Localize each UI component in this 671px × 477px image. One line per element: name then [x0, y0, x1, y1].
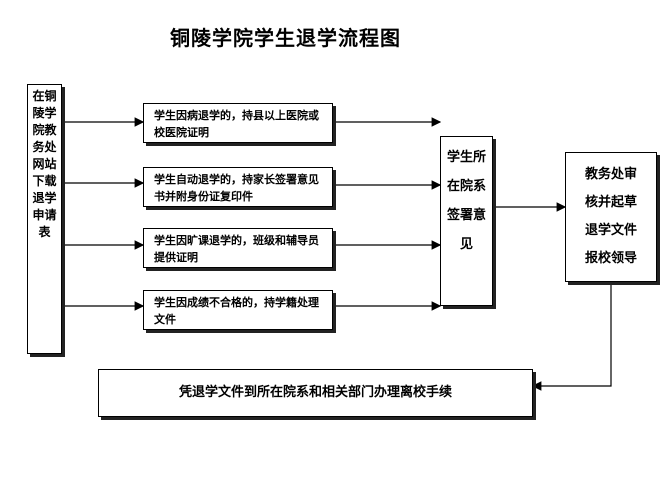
academic-affairs-line-1: 教务处审 [584, 167, 637, 182]
case-box-voluntary: 学生自动退学的，持家长签署意见书并附身份证复印件 [143, 167, 333, 207]
download-form-box: 在铜陵学院教务处网站下载退学申请表 [27, 84, 62, 354]
leave-procedures-box: 凭退学文件到所在院系和相关部门办理离校手续 [98, 369, 533, 417]
academic-affairs-line-3: 退学文件 [584, 223, 637, 238]
page-title: 铜陵学院学生退学流程图 [170, 26, 401, 50]
department-approval-box: 学生所在院系签署意见 [440, 136, 493, 306]
download-form-text: 在铜陵学院教务处网站下载退学申请表 [32, 89, 57, 239]
case-text-voluntary: 学生自动退学的，持家长签署意见书并附身份证复印件 [154, 173, 319, 203]
case-box-illness: 学生因病退学的，持县以上医院或校医院证明 [143, 103, 333, 143]
department-approval-text: 学生所在院系签署意见 [447, 150, 487, 252]
leave-procedures-text: 凭退学文件到所在院系和相关部门办理离校手续 [178, 385, 452, 400]
case-box-truancy: 学生因旷课退学的，班级和辅导员提供证明 [143, 228, 333, 268]
case-text-truancy: 学生因旷课退学的，班级和辅导员提供证明 [154, 234, 319, 264]
academic-affairs-box: 教务处审 核并起草 退学文件 报校领导 [565, 152, 657, 282]
academic-affairs-line-2: 核并起草 [584, 195, 637, 210]
case-text-grades: 学生因成绩不合格的，持学籍处理文件 [154, 296, 319, 326]
case-box-grades: 学生因成绩不合格的，持学籍处理文件 [143, 290, 333, 330]
academic-affairs-line-4: 报校领导 [584, 251, 637, 266]
arrow-right-to-bottom [531, 282, 612, 391]
case-text-illness: 学生因病退学的，持县以上医院或校医院证明 [154, 109, 319, 139]
